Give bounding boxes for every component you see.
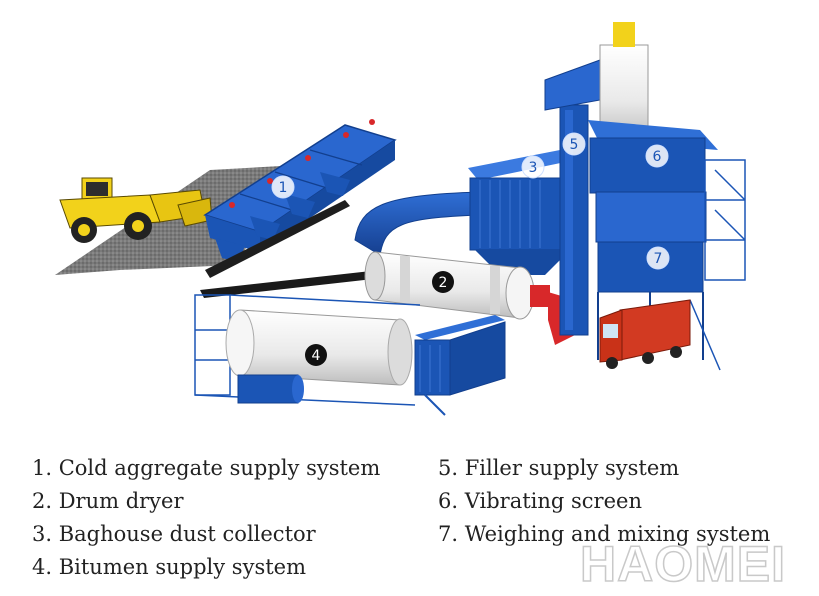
callout-5: 5 bbox=[562, 132, 586, 156]
legend-item-1: 1. Cold aggregate supply system bbox=[32, 456, 381, 480]
filler-elevator bbox=[544, 59, 601, 336]
logo-text: HAOMEI bbox=[580, 536, 786, 592]
exhaust-duct bbox=[354, 191, 481, 256]
svg-text:6: 6 bbox=[653, 149, 662, 165]
callout-7: 7 bbox=[646, 246, 670, 270]
svg-text:4: 4 bbox=[312, 348, 321, 364]
svg-text:1: 1 bbox=[279, 180, 288, 196]
callout-4: 4 bbox=[305, 344, 327, 366]
callout-2: 2 bbox=[432, 271, 454, 293]
control-cabin bbox=[414, 315, 506, 416]
svg-text:2: 2 bbox=[439, 275, 448, 291]
svg-text:3: 3 bbox=[529, 160, 538, 176]
legend-item-6: 6. Vibrating screen bbox=[438, 489, 642, 513]
inclined-belt-conveyor bbox=[200, 270, 382, 298]
callout-1: 1 bbox=[271, 175, 295, 199]
wheel-loader bbox=[59, 177, 213, 243]
legend-item-4: 4. Bitumen supply system bbox=[32, 555, 307, 579]
baghouse-dust-collector bbox=[468, 150, 576, 275]
heat-oil-boiler bbox=[237, 374, 304, 404]
callout-6: 6 bbox=[645, 144, 669, 168]
legend-right-column: 5. Filler supply system 6. Vibrating scr… bbox=[438, 452, 770, 551]
asphalt-plant-illustration: 1 2 3 4 5 6 7 bbox=[55, 22, 746, 416]
legend-left-column: 1. Cold aggregate supply system 2. Drum … bbox=[32, 452, 380, 584]
svg-text:7: 7 bbox=[654, 251, 663, 267]
brand-logo-watermark: HAOMEI bbox=[579, 535, 786, 593]
svg-text:5: 5 bbox=[570, 137, 579, 153]
bitumen-tank-frame bbox=[194, 294, 421, 406]
legend-item-3: 3. Baghouse dust collector bbox=[32, 522, 316, 546]
legend-item-7: 7. Weighing and mixing system bbox=[438, 522, 771, 546]
legend-item-5: 5. Filler supply system bbox=[438, 456, 680, 480]
callout-3: 3 bbox=[521, 155, 545, 179]
legend-item-2: 2. Drum dryer bbox=[32, 489, 184, 513]
collecting-conveyor bbox=[205, 200, 350, 278]
dump-truck bbox=[599, 299, 691, 369]
